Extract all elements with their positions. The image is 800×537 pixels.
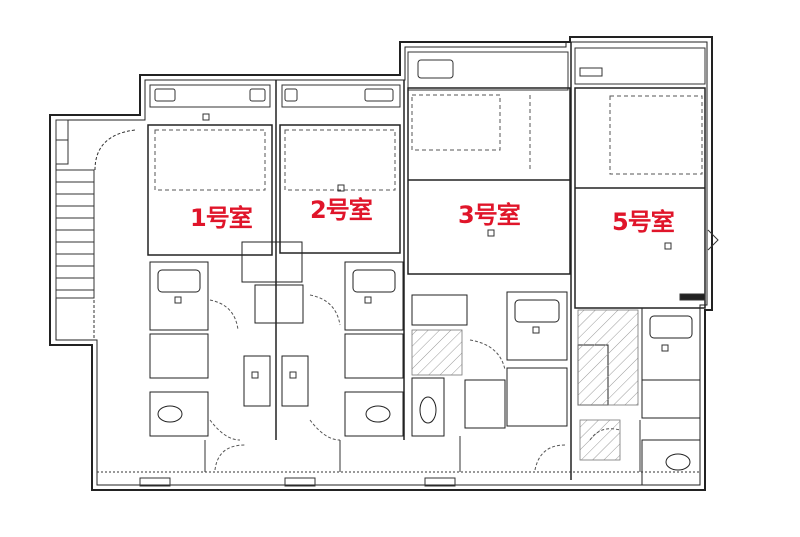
interior-walls xyxy=(147,42,706,480)
fixture-marks xyxy=(174,113,672,379)
corridor xyxy=(97,420,700,487)
room-label-1: 1号室 xyxy=(190,204,253,232)
tiled-areas xyxy=(411,309,639,461)
vent-marks xyxy=(679,229,719,301)
room-label-3: 3号室 xyxy=(458,201,521,229)
staircase xyxy=(55,119,136,340)
furniture-outlines xyxy=(154,94,703,191)
room-label-2: 2号室 xyxy=(310,196,373,224)
room-label-5: 5号室 xyxy=(612,208,675,236)
bath-modules xyxy=(149,241,701,486)
door-swings xyxy=(209,294,621,471)
balconies xyxy=(149,47,706,108)
